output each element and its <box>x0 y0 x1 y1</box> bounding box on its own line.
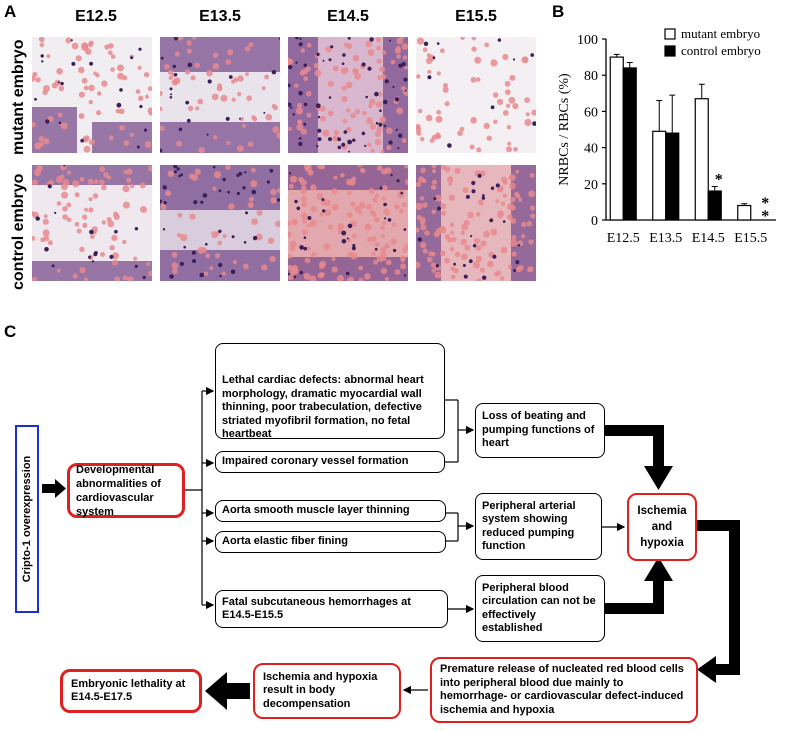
micrograph-mutant-e13 <box>160 37 280 153</box>
subcutaneous-hemorrhage-box: Fatal subcutaneous hemorrhages at E14.5-… <box>215 590 448 628</box>
y-tick-label: 20 <box>584 178 598 193</box>
body-decompensation-box: Ischemia and hypoxia result in body deco… <box>253 663 401 719</box>
aorta-smooth-muscle-box: Aorta smooth muscle layer thinning <box>215 500 446 522</box>
ischemia-hypoxia-text: Ischemia and hypoxia <box>637 505 687 549</box>
significance-marker: * <box>761 195 769 212</box>
col-label-e12: E12.5 <box>75 8 117 25</box>
premature-release-text: Premature release of nucleated red blood… <box>440 663 684 716</box>
lethal-cardiac-defects-text: Lethal cardiac defects: abnormal heart m… <box>222 374 424 440</box>
body-decompensation-text: Ischemia and hypoxia result in body deco… <box>263 670 378 710</box>
micrograph-control-e15 <box>416 165 536 281</box>
cripto-overexpression-label: Cripto-1 overexpression <box>21 455 33 583</box>
panel-b-label: B <box>552 2 565 21</box>
ischemia-hypoxia-box: Ischemia and hypoxia <box>627 493 697 561</box>
micrograph-control-e12 <box>32 165 152 281</box>
premature-release-box: Premature release of nucleated red blood… <box>430 657 698 723</box>
y-tick-label: 40 <box>584 142 598 157</box>
micrograph-mutant-e14 <box>288 37 408 153</box>
y-tick-label: 80 <box>584 69 598 84</box>
lethal-cardiac-defects-box: Lethal cardiac defects: abnormal heart m… <box>215 343 445 440</box>
significance-marker: * <box>715 172 723 189</box>
y-tick-label: 0 <box>591 214 598 229</box>
loss-beating-box: Loss of beating and pumping functions of… <box>475 403 605 458</box>
legend-label-control: control embryo <box>681 43 761 58</box>
aorta-smooth-muscle-text: Aorta smooth muscle layer thinning <box>222 504 410 517</box>
embryonic-lethality-box: Embryonic lethality at E14.5-E17.5 <box>60 669 202 713</box>
micrograph-control-e13 <box>160 165 280 281</box>
developmental-abnormalities-text: Developmental abnormalities of cardiovas… <box>76 463 161 518</box>
col-label-e15: E15.5 <box>455 8 497 25</box>
legend-swatch-mutant <box>664 28 676 40</box>
coronary-vessel-box: Impaired coronary vessel formation <box>215 451 445 473</box>
micrograph-mutant-e12 <box>32 37 152 153</box>
y-tick-label: 60 <box>584 105 598 120</box>
panel-c-label: C <box>4 322 17 341</box>
micrograph-control-e14 <box>288 165 408 281</box>
peripheral-arterial-box: Peripheral arterial system showing reduc… <box>475 493 602 560</box>
coronary-vessel-text: Impaired coronary vessel formation <box>222 455 409 468</box>
legend-swatch-control <box>664 45 676 57</box>
developmental-abnormalities-box: Developmental abnormalities of cardiovas… <box>67 463 185 518</box>
peripheral-arterial-text: Peripheral arterial system showing reduc… <box>482 499 576 553</box>
y-axis-title: NRBCs / RBCs (%) <box>557 73 572 186</box>
x-tick-label: E15.5 <box>734 231 767 246</box>
peripheral-blood-text: Peripheral blood circulation can not be … <box>482 581 596 635</box>
col-label-e13: E13.5 <box>199 8 241 25</box>
col-label-e14: E14.5 <box>327 8 369 25</box>
panel-a-label: A <box>4 2 17 21</box>
aorta-elastic-fiber-text: Aorta elastic fiber fining <box>222 535 348 548</box>
loss-beating-text: Loss of beating and pumping functions of… <box>482 410 595 450</box>
embryonic-lethality-text: Embryonic lethality at E14.5-E17.5 <box>71 677 186 704</box>
cripto-overexpression-box: Cripto-1 overexpression <box>15 425 39 613</box>
legend-label-mutant: mutant embryo <box>681 26 760 41</box>
significance-marker: * <box>761 208 769 225</box>
x-tick-label: E12.5 <box>607 231 640 246</box>
micrograph-mutant-e15 <box>416 37 536 153</box>
y-tick-label: 100 <box>577 33 598 48</box>
x-tick-label: E14.5 <box>692 231 725 246</box>
aorta-elastic-fiber-box: Aorta elastic fiber fining <box>215 531 446 553</box>
x-tick-label: E13.5 <box>649 231 682 246</box>
subcutaneous-hemorrhage-text: Fatal subcutaneous hemorrhages at E14.5-… <box>222 595 411 622</box>
peripheral-blood-box: Peripheral blood circulation can not be … <box>475 575 605 642</box>
